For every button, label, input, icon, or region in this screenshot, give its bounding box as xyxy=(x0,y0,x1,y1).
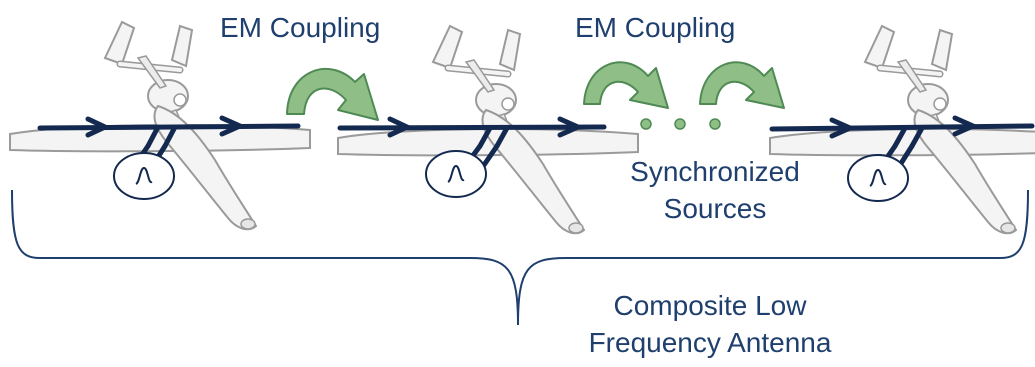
antenna-wire-3 xyxy=(769,115,1035,168)
composite-brace xyxy=(11,189,1029,326)
coupling-arrow-2-icon xyxy=(583,61,669,109)
current-arrow-icon xyxy=(952,115,980,137)
current-arrow-icon xyxy=(557,116,585,138)
ac-source-2-icon xyxy=(425,150,487,198)
frequency-antenna-label: Frequency Antenna xyxy=(588,327,832,358)
ellipsis-dots xyxy=(640,118,721,130)
sources-label: Sources xyxy=(663,193,767,224)
ac-source-3-icon xyxy=(847,154,909,202)
composite-low-label: Composite Low xyxy=(613,290,807,321)
ac-source-1-icon xyxy=(113,152,175,200)
coupling-arrow-1-icon xyxy=(286,67,379,121)
current-arrow-icon xyxy=(829,117,857,139)
coupling-arrow-3-icon xyxy=(699,61,785,109)
current-arrow-icon xyxy=(85,116,111,138)
em-coupling-label-1: EM Coupling xyxy=(220,12,381,43)
em-coupling-label-2: EM Coupling xyxy=(575,12,736,43)
current-arrow-icon xyxy=(387,116,413,138)
current-arrow-icon xyxy=(219,115,247,137)
synchronized-label: Synchronized xyxy=(630,156,800,187)
